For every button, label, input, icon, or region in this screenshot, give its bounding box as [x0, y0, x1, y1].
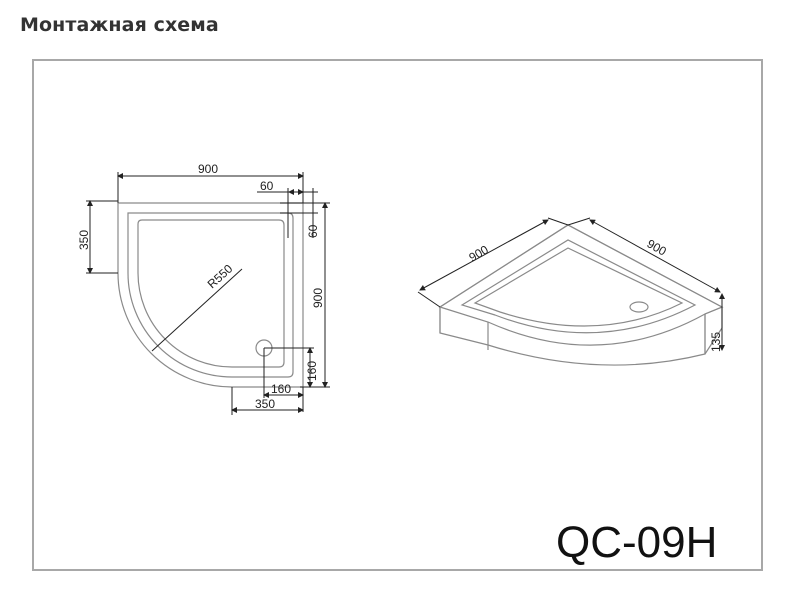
plan-view: 900 60 60 350 R550 900 160 160 — [77, 162, 330, 415]
model-label: QC-09H — [556, 518, 717, 567]
drawing-frame — [32, 59, 763, 571]
tray-iso-rim — [460, 239, 697, 334]
dim-iso-height-135: 135 — [709, 332, 723, 352]
dim-drain-x-160: 160 — [271, 382, 291, 396]
tray-rim-outline — [127, 212, 294, 378]
dim-side-350: 350 — [77, 230, 91, 250]
dim-radius-r550: R550 — [205, 261, 236, 291]
dim-drain-y-160: 160 — [305, 361, 319, 381]
drain-iso-icon — [629, 301, 649, 313]
dim-bottom-350: 350 — [255, 397, 275, 411]
tray-iso-basin — [473, 247, 684, 327]
dim-rim-side-60: 60 — [306, 224, 320, 238]
iso-view: 900 900 135 — [417, 217, 725, 366]
tray-basin-outline — [137, 219, 285, 368]
tray-outer-outline — [117, 202, 304, 388]
section-title: Монтажная схема — [20, 14, 219, 36]
radius-leader — [151, 268, 243, 352]
dim-iso-right-900: 900 — [645, 236, 670, 258]
dim-iso-left-900: 900 — [467, 242, 492, 264]
dim-rim-top-60: 60 — [260, 179, 274, 193]
dim-depth-900: 900 — [311, 288, 325, 308]
dim-width-900: 900 — [198, 162, 218, 176]
